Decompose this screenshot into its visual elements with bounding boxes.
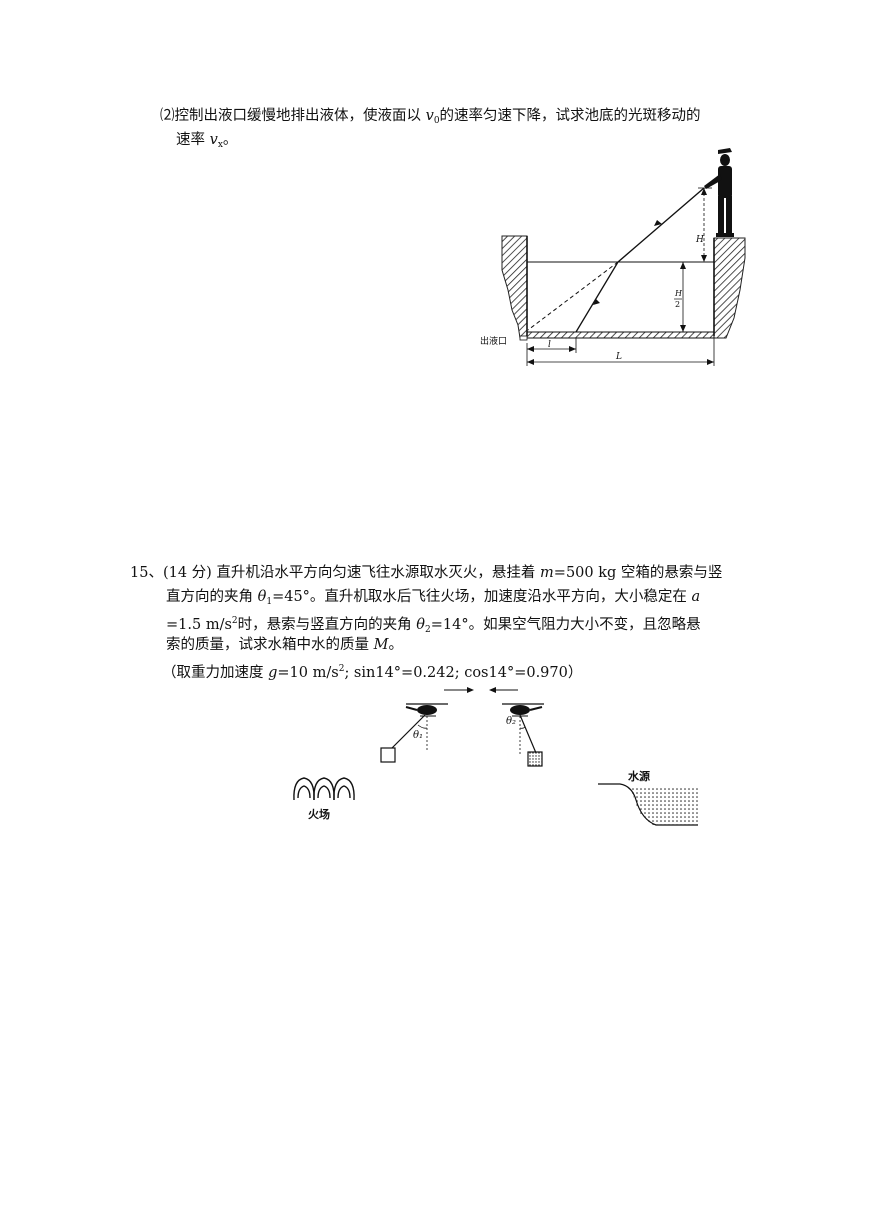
label-water: 水源 <box>628 769 650 783</box>
label-H2-num: H <box>674 289 683 298</box>
pool-left-ground <box>501 235 528 339</box>
q15-line2: 直方向的夹角 θ1=45°。直升机取水后飞往火场，加速度沿水平方向，大小稳定在 … <box>166 589 701 607</box>
fire-icon <box>293 777 355 801</box>
label-l: l <box>548 340 551 350</box>
q15-line1: 15、(14 分) 直升机沿水平方向匀速飞往水源取水灭火，悬挂着 m=500 k… <box>130 565 723 581</box>
cable-2 <box>519 714 537 754</box>
helicopter-icon <box>405 703 448 717</box>
helicopter-figure: θ₁ θ₂ 火场 水源 <box>293 687 698 826</box>
label-L: L <box>615 352 622 362</box>
water-source-pool <box>628 788 698 825</box>
label-fire: 火场 <box>308 807 330 821</box>
label-H: H <box>695 235 704 245</box>
label-outlet: 出液口 <box>480 335 507 347</box>
refracted-ray <box>575 261 619 333</box>
pool-figure: H H 2 出液口 l L <box>480 148 746 366</box>
man-icon <box>704 148 734 237</box>
empty-box <box>380 747 396 763</box>
dashed-extension <box>527 261 619 331</box>
q15-line4: 索的质量，试求水箱中水的质量 M。 <box>166 637 403 653</box>
pool-bottom <box>526 331 715 339</box>
q15-line3: =1.5 m/s2时，悬索与竖直方向的夹角 θ2=14°。如果空气阻力大小不变，… <box>166 616 701 635</box>
label-H2-den: 2 <box>675 300 680 309</box>
label-theta1: θ₁ <box>413 730 423 741</box>
q14-part2-line2: 速率 vx。 <box>176 132 238 150</box>
water-box <box>527 751 543 767</box>
label-theta2: θ₂ <box>506 716 516 727</box>
q15-line5: （取重力加速度 g=10 m/s2; sin14°=0.242; cos14°=… <box>162 664 583 681</box>
incident-ray <box>617 187 705 263</box>
q14-part2-line1: ⑵控制出液口缓慢地排出液体，使液面以 v0的速率匀速下降，试求池底的光斑移动的 <box>160 108 701 126</box>
outlet-hole <box>519 335 528 341</box>
cable-1 <box>389 714 426 751</box>
helicopter-icon <box>502 703 544 717</box>
pool-right-ground <box>713 237 746 339</box>
